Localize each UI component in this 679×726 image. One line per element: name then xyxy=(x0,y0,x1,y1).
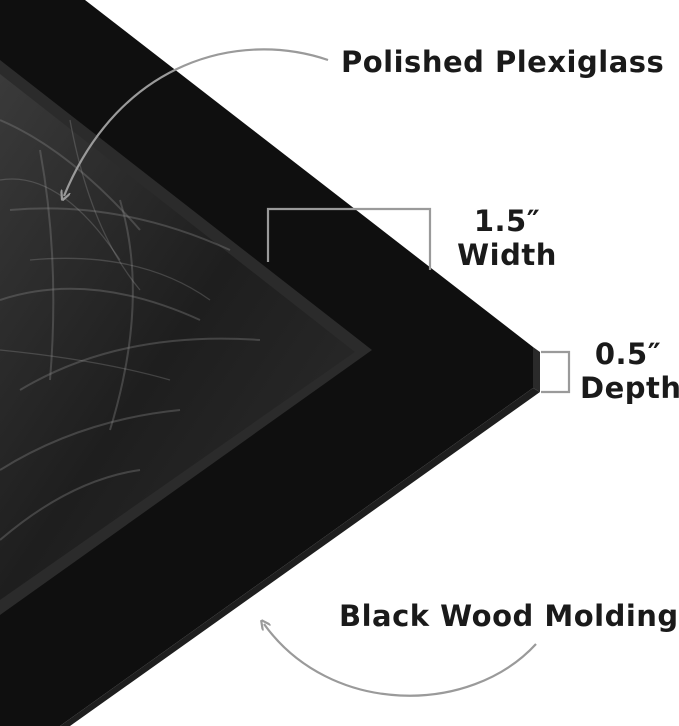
width-bracket xyxy=(266,207,432,270)
frame-side-edge xyxy=(533,347,540,392)
molding-arrow xyxy=(264,624,537,697)
plexiglass-arrow xyxy=(64,48,329,196)
plexiglass-label: Polished Plexiglass xyxy=(341,45,665,79)
molding-label: Black Wood Molding xyxy=(339,599,679,633)
depth-label: Depth xyxy=(580,371,679,406)
depth-bracket xyxy=(541,350,571,394)
width-callout: 1.5″ Width xyxy=(452,204,562,272)
depth-callout: 0.5″ Depth xyxy=(580,337,679,406)
artwork-photo xyxy=(0,74,355,600)
frame-bottom-edge xyxy=(60,388,540,726)
depth-value: 0.5″ xyxy=(594,337,662,371)
width-value: 1.5″ xyxy=(473,204,541,238)
grass-texture xyxy=(0,119,261,541)
width-label: Width xyxy=(457,238,557,273)
